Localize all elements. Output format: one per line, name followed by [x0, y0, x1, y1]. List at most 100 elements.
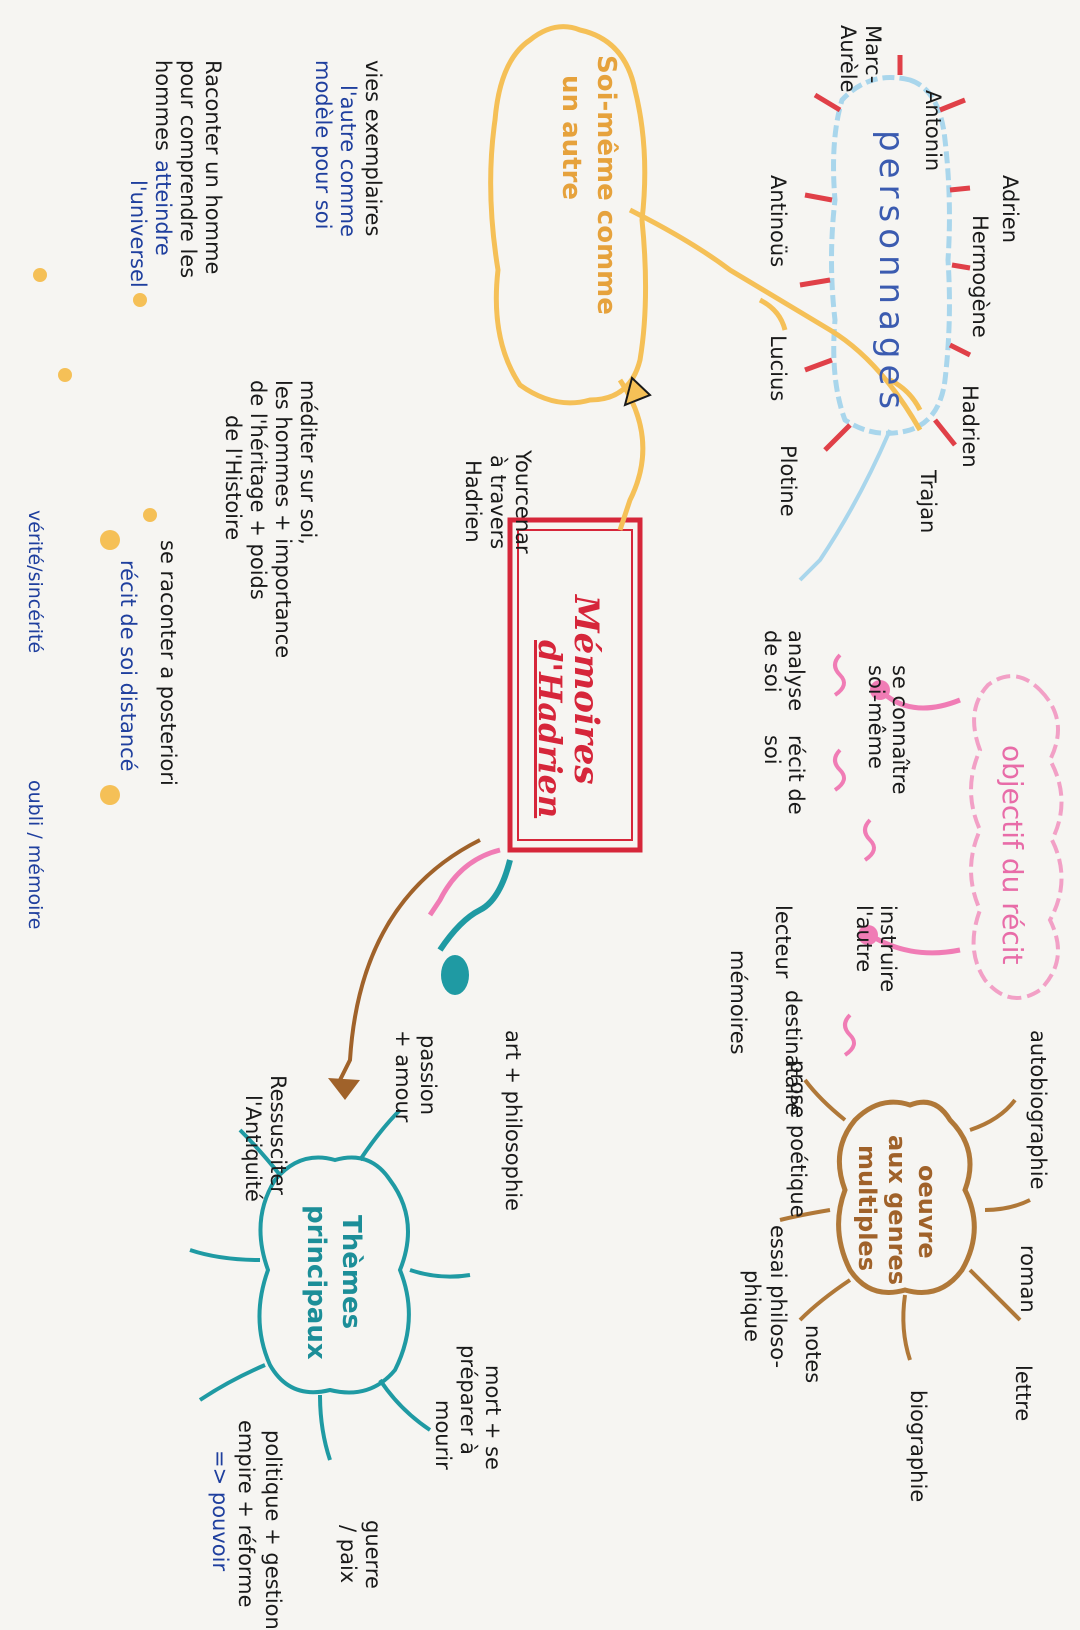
soi-cloud	[488, 24, 649, 406]
genres-item-phique: phique	[740, 1270, 764, 1343]
genres-branch-2	[984, 1198, 1031, 1212]
center-to-personnages-line	[798, 429, 892, 582]
genres-branch-4	[901, 1294, 912, 1361]
personnage-hermogene: Hermogène	[968, 215, 992, 338]
objectif-item-lecteur: lecteur	[771, 905, 795, 979]
objectif-left-dot	[870, 680, 890, 700]
genres-branch-3	[968, 1268, 1022, 1322]
genres-title-1: oeuvre	[913, 1165, 941, 1259]
genres-item-autobiographie: autobiographie	[1026, 1030, 1050, 1190]
objectif-item-connaitre: se connaître soi-même	[863, 665, 912, 795]
objectif-right-branch	[868, 932, 961, 956]
themes-branch-3	[378, 1378, 432, 1432]
themes-item-politique: politique + gestion	[261, 1430, 285, 1630]
themes-item-mort: mort + se	[481, 1365, 505, 1470]
genres-item-prose: prose poétique	[786, 1060, 810, 1218]
personnage-marc: Marc-	[861, 25, 885, 84]
genres-item-notes: notes	[801, 1325, 825, 1384]
themes-item-antiquite: l'Antiquité	[241, 1095, 265, 1202]
genres-title-2: aux genres	[883, 1135, 911, 1286]
genres-item-lettre: lettre	[1011, 1365, 1035, 1422]
personnage-trajan: Trajan	[916, 470, 940, 534]
objectif-item-analyse: analyse de soi	[759, 630, 808, 712]
center-title-line1: Mémoires	[566, 595, 606, 785]
themes-title-1: Thèmes	[336, 1215, 366, 1330]
soi-raconter-5: l'universel	[126, 180, 150, 288]
genres-branch-5	[798, 1278, 852, 1322]
personnage-plotine: Plotine	[776, 445, 800, 517]
genres-branch-6	[779, 1208, 831, 1222]
soi-vies-2: l'autre comme	[336, 85, 360, 238]
soi-branch-mediter	[758, 297, 788, 331]
squiggle-2	[833, 653, 846, 697]
soi-vies-3: modèle pour soi	[311, 60, 335, 230]
genres-branch-1	[969, 1098, 1017, 1132]
themes-item-empire: empire + réforme	[234, 1420, 258, 1608]
personnage-antinous: Antinoüs	[766, 175, 790, 268]
center-box-inner	[517, 529, 633, 841]
themes-item-guerre: guerre	[361, 1520, 385, 1589]
center-title-line2: d'Hadrien	[531, 640, 569, 819]
soi-verite-dot	[100, 530, 120, 550]
soi-verite: vérité/sincérité	[24, 510, 46, 654]
soi-vies-1: vies exemplaires	[361, 60, 385, 237]
themes-connector-dot	[441, 955, 469, 995]
squiggle-4	[843, 1013, 856, 1057]
soi-arrow-dot-4	[133, 293, 147, 307]
themes-item-preparer: préparer à	[456, 1345, 480, 1455]
themes-item-passion: passion	[416, 1035, 440, 1116]
themes-item-paix: / paix	[336, 1525, 360, 1584]
themes-branch-1	[358, 1108, 402, 1162]
soi-raconter-4: atteindre	[151, 160, 175, 256]
themes-item-mourir: mourir	[431, 1400, 455, 1470]
soi-mediter-4: de l'Histoire	[221, 415, 245, 541]
objectif-item-recit: récit de soi	[759, 735, 808, 815]
soi-oubli-dot	[100, 785, 120, 805]
genres-item-roman: roman	[1016, 1245, 1040, 1313]
themes-item-art: art + philosophie	[501, 1030, 525, 1212]
personnages-spokes	[799, 55, 972, 452]
soi-yourcenar-2: à travers	[486, 455, 510, 550]
soi-branch-main	[628, 207, 923, 432]
themes-item-pouvoir: => pouvoir	[208, 1450, 232, 1572]
objectif-right-dot	[858, 925, 878, 945]
soi-raconter-3: hommes	[151, 60, 175, 151]
genres-branch-7	[803, 1078, 847, 1122]
soi-title-2: un autre	[556, 75, 586, 201]
genres-item-essai: essai philoso-	[766, 1225, 790, 1369]
soi-arrowhead	[623, 376, 652, 407]
soi-yourcenar-1: Yourcenar	[511, 450, 535, 554]
themes-branch-2	[409, 1268, 471, 1279]
themes-item-ressusciter: Ressusciter	[266, 1075, 290, 1195]
soi-arrow-dot-1	[143, 508, 157, 522]
genres-title-3: multiples	[853, 1145, 881, 1271]
soi-mediter-1: méditer sur soi,	[296, 380, 320, 545]
center-to-genres-line	[338, 838, 481, 1081]
soi-branch-raconter	[888, 377, 923, 412]
soi-title-1: Soi-même comme	[591, 55, 621, 315]
personnage-aurele: Aurèle	[836, 25, 860, 93]
themes-cloud	[257, 1155, 411, 1395]
soi-mediter-3: de l'héritage + poids	[246, 380, 270, 600]
themes-item-amour: + amour	[391, 1030, 415, 1123]
personnages-cloud	[829, 75, 952, 436]
personnage-adrien: Adrien	[998, 175, 1022, 244]
center-box	[507, 517, 643, 853]
personnages-title: personnages	[871, 130, 911, 416]
soi-arrow-dot-2	[58, 368, 72, 382]
themes-branch-6	[189, 1248, 261, 1262]
genres-cloud	[836, 1099, 977, 1295]
soi-raconter-1: Raconter un homme	[201, 60, 225, 275]
soi-arrow-dot-3	[33, 268, 47, 282]
soi-seraconter-1: se raconter a posteriori	[156, 540, 180, 786]
personnage-lucius: Lucius	[766, 335, 790, 402]
themes-branch-7	[238, 1128, 282, 1177]
objectif-item-instruire: instruire l'autre	[851, 905, 900, 993]
themes-branch-5	[198, 1363, 266, 1402]
center-to-themes-line	[437, 859, 513, 952]
soi-yourcenar-3: Hadrien	[461, 460, 485, 543]
themes-title-2: principaux	[301, 1205, 331, 1360]
